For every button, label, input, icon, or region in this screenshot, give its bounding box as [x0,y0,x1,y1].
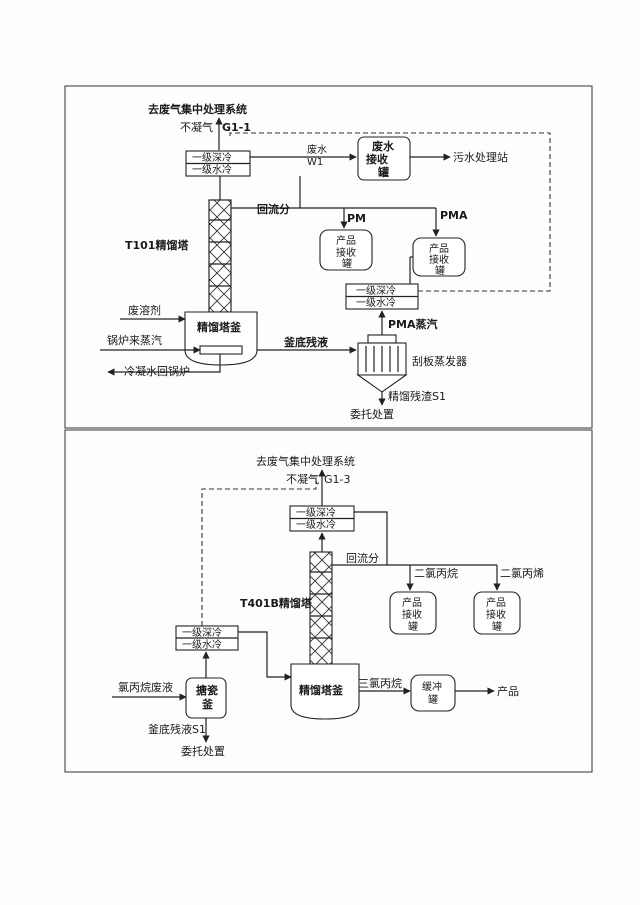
bottom-trichloropropane-label: 三氯丙烷 [358,676,402,690]
top-outsource-label: 委托处置 [350,407,394,421]
top-pt2-line1: 产品 [429,242,449,255]
bottom-reboiler-label: 精馏塔釜 [299,683,344,697]
top-condensate-label: 冷凝水回锅炉 [124,364,190,378]
top-pma-label: PMA [440,209,468,222]
bottom-still-line1: 搪瓷 [196,683,218,697]
top-pm-label: PM [347,212,366,225]
bottom-buffer-tank: 缓冲 罐 [410,674,456,712]
top-ww-tank-line2: 接收 [366,152,388,166]
top-pt1-line1: 产品 [336,234,356,247]
top-ww-tank-line3: 罐 [377,165,389,179]
top-c2-line1: 一级深冷 [356,284,396,297]
top-pt1-line3: 罐 [342,257,352,270]
top-g-code-label: G1-1 [222,121,251,134]
top-pma-steam-label: PMA蒸汽 [388,317,438,331]
bottom-pt1-line3: 罐 [408,620,418,633]
bottom-product-label: 产品 [497,684,519,698]
bottom-residue-label: 釜底残液S1 [148,722,206,736]
top-column-label: T101精馏塔 [125,238,189,252]
top-wastewater-label1: 废水 [307,143,327,156]
top-panel: 去废气集中处理系统 不凝气 G1-1 一级深冷 一级水冷 废水 W1 废水 接收… [100,102,551,421]
bottom-still-line2: 釜 [201,697,214,711]
bottom-noncondensable-label: 不凝气 [286,472,319,486]
bottom-reflux-label: 回流分 [346,551,379,565]
bottom-product-tank-2: 产品 接收 罐 [473,591,521,635]
bottom-outsource-label: 委托处置 [181,744,225,758]
bottom-dichloropropane-label: 二氯丙烷 [414,566,458,580]
bottom-pt2-line1: 产品 [486,596,506,609]
top-condensate-line [107,354,221,376]
bottom-cl-line1: 一级深冷 [182,626,222,639]
bottom-g-code-label: G1-3 [324,473,351,486]
top-condenser-2: 一级深冷 一级水冷 [345,283,419,310]
top-bottom-residue-label: 釜底残液 [283,335,329,349]
top-evaporator-label: 刮板蒸发器 [412,354,467,368]
bottom-pt1-line2: 接收 [402,608,422,621]
top-panel-frame [64,85,593,429]
top-pt1-line2: 接收 [336,246,356,259]
top-pt2-line2: 接收 [429,253,449,266]
top-wastewater-tank: 废水 接收 罐 [357,136,411,181]
top-product-tank-2: 产品 接收 罐 [412,237,466,277]
bottom-panel-frame [64,429,593,773]
top-evaporator [356,334,408,393]
top-noncondensable-label: 不凝气 [180,120,213,134]
bottom-pt2-line3: 罐 [492,620,502,633]
bottom-ct-line1: 一级深冷 [296,506,336,519]
top-condenser-line2: 一级水冷 [192,163,232,176]
top-product-tank-1: 产品 接收 罐 [319,229,373,271]
bottom-pt2-line2: 接收 [486,608,506,621]
bottom-bt-line1: 缓冲 [422,680,442,693]
bottom-still: 搪瓷 釜 [185,677,227,719]
top-condenser-line1: 一级深冷 [192,151,232,164]
top-reflux-label: 回流分 [257,202,290,216]
top-reboiler: 精馏塔釜 [184,311,258,366]
bottom-condenser-left: 一级深冷 一级水冷 [175,625,239,651]
top-pt2-line3: 罐 [435,264,445,277]
top-to-exhaust-label: 去废气集中处理系统 [148,102,247,116]
bottom-dichloropropene-label: 二氯丙烯 [500,566,544,580]
top-condenser: 一级深冷 一级水冷 [185,150,251,177]
bottom-noncondensable-dashed-line [201,478,317,626]
bottom-column-label: T401B精馏塔 [240,596,313,610]
bottom-pt1-line1: 产品 [402,596,422,609]
top-steam-label: 锅炉来蒸汽 [107,333,162,347]
bottom-ct-line2: 一级水冷 [296,518,336,531]
bottom-feed-label: 氯丙烷废液 [118,680,173,694]
bottom-panel: 去废气集中处理系统 不凝气 G1-3 一级深冷 一级水冷 T401B精馏塔 回流… [112,454,544,758]
top-to-wwtp-label: 污水处理站 [453,150,508,164]
bottom-product-tank-1: 产品 接收 罐 [389,591,437,635]
bottom-condenser-left-to-reboiler [238,631,292,681]
top-ww-tank-line1: 废水 [372,139,395,153]
top-solvent-label: 废溶剂 [128,303,161,317]
top-wastewater-label2: W1 [307,157,323,168]
top-residue-label: 精馏残渣S1 [388,389,446,403]
top-c2-line2: 一级水冷 [356,296,396,309]
bottom-cl-line2: 一级水冷 [182,638,222,651]
bottom-to-exhaust-label: 去废气集中处理系统 [256,454,355,468]
bottom-condenser-to-reflux [354,511,388,565]
top-noncondensable-dashed-line [229,132,551,292]
bottom-column [309,551,333,665]
top-reboiler-label: 精馏塔釜 [197,320,242,334]
bottom-bt-line2: 罐 [428,693,438,706]
bottom-reboiler: 精馏塔釜 [290,663,360,720]
top-column [208,199,232,313]
bottom-condenser-top: 一级深冷 一级水冷 [289,505,355,532]
